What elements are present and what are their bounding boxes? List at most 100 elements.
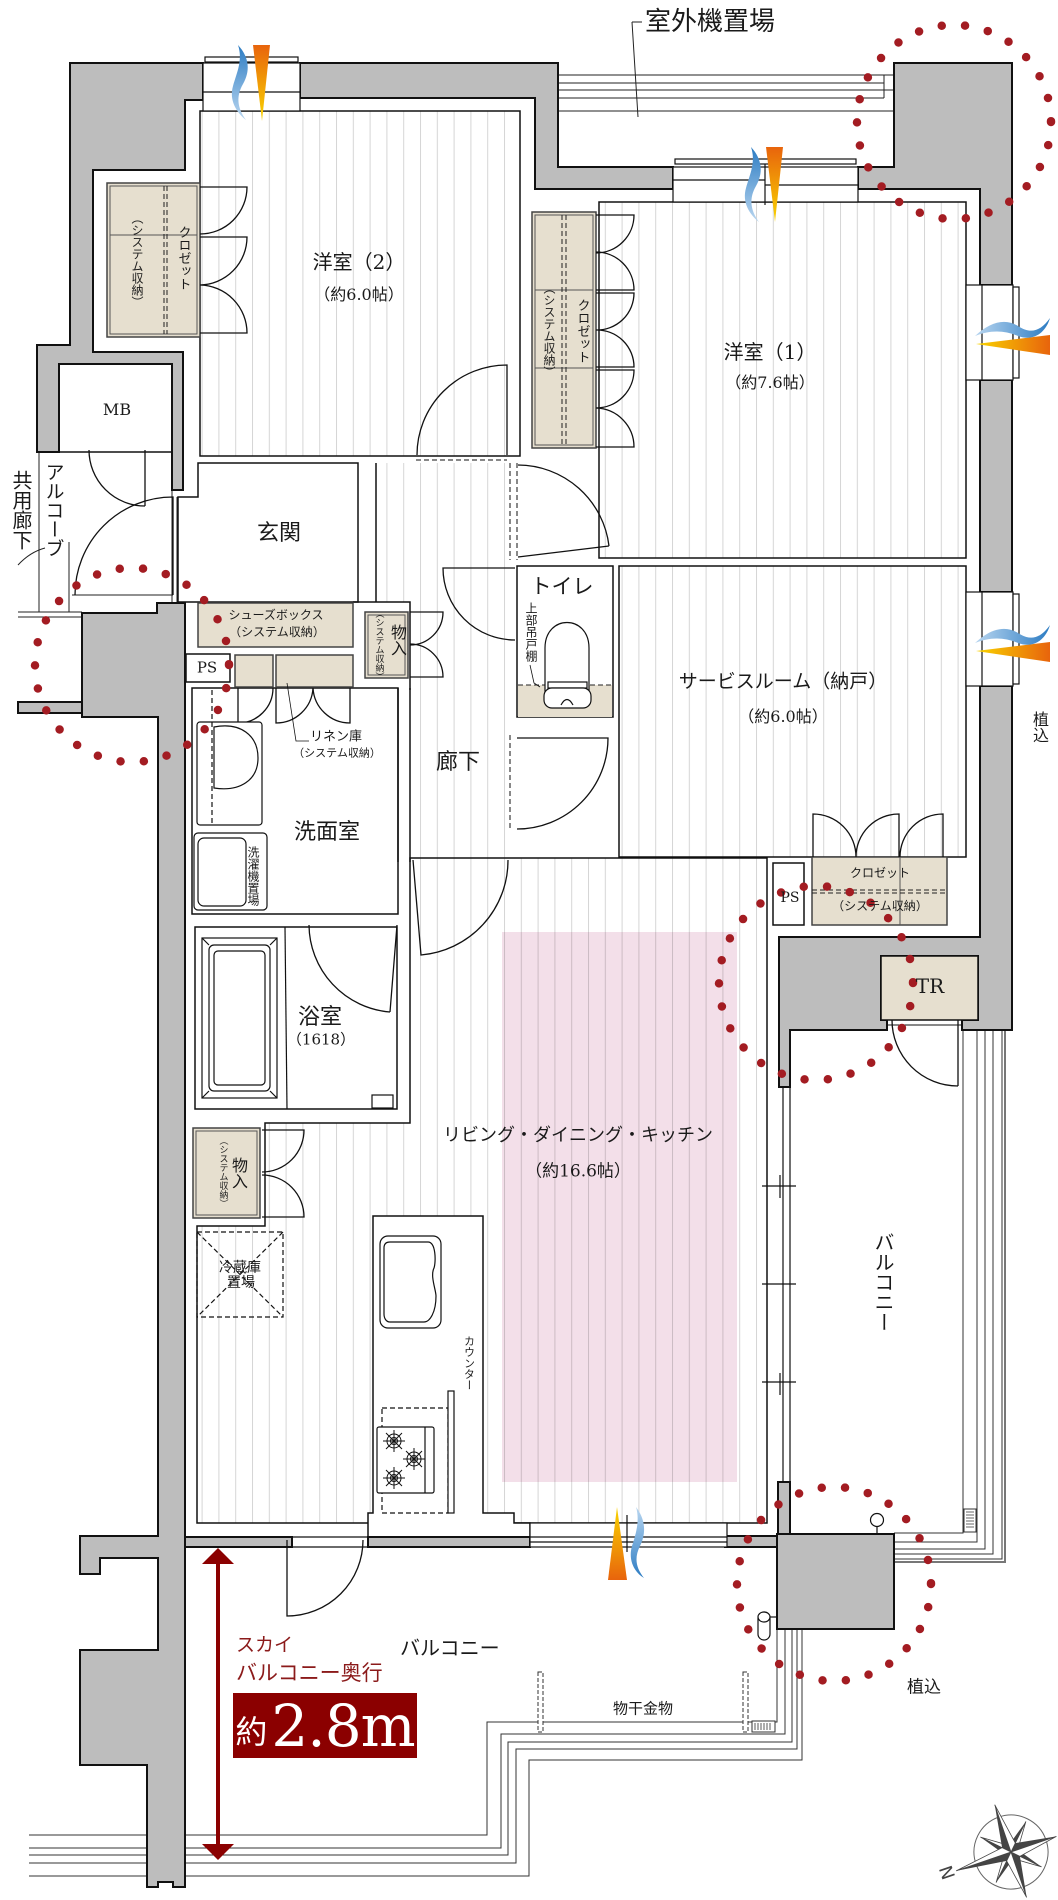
- counter-label: カウンター: [462, 1335, 476, 1391]
- planting-east-label: 植込: [1030, 711, 1049, 743]
- door-mb: [88, 449, 146, 507]
- highlight-circle: [852, 20, 1056, 224]
- closet-service-room: [811, 856, 948, 926]
- badge-prefix: 約: [235, 1713, 268, 1751]
- highlight-circle: [30, 563, 234, 767]
- sky-balcony-railing: [29, 1629, 803, 1877]
- door-storage-kitchen: [261, 1129, 305, 1218]
- window-western-1-east: [965, 284, 1014, 381]
- balcony-depth-badge: 約 2.8m: [233, 1693, 417, 1758]
- ac-airflow-icons: [231, 45, 1050, 1580]
- alcove-label: アルコーブ: [42, 462, 65, 558]
- window-ldk-south: [529, 1522, 728, 1548]
- room-name-service-room: サービスルーム（納戸）: [678, 670, 888, 693]
- room-name-bathroom: 浴室: [297, 1005, 343, 1030]
- room-name-hallway: 廊下: [435, 750, 481, 775]
- linen-label: リネン庫: [309, 729, 363, 745]
- closet-western-2-label: クロゼット: [175, 225, 191, 291]
- door-frames-dashed: [416, 459, 518, 830]
- door-sky-balcony: [286, 1539, 364, 1617]
- drain-grate-icon: [751, 1508, 977, 1733]
- room-name-entrance: 玄関: [256, 521, 302, 546]
- ac-airflow-icon: [608, 1507, 645, 1580]
- kitchen-sink-icon: [379, 1235, 442, 1329]
- outdoor-unit-area-label: 室外機置場: [644, 7, 776, 37]
- room-name-washroom: 洗面室: [293, 820, 361, 845]
- door-entrance: [74, 496, 174, 596]
- closet-western-1-sub: （システム収納）: [542, 282, 556, 378]
- toilet-icon: [543, 622, 592, 709]
- storage-units: [106, 182, 948, 1219]
- window-ldk-east: [762, 1087, 796, 1482]
- bathtub-icon: [201, 937, 278, 1099]
- storage-kitchen-label: 物入: [229, 1157, 248, 1189]
- room-size-western-1: （約7.6帖）: [725, 373, 815, 392]
- shoe-box-sub: （システム収納）: [229, 625, 325, 639]
- storage-entrance-label: 物入: [388, 624, 407, 656]
- ac-airflow-icon: [744, 147, 783, 222]
- drying-hardware-label: 物干金物: [612, 1699, 674, 1718]
- wash-basin-icon: [196, 690, 263, 826]
- fixtures: [193, 622, 885, 1641]
- door-western-2: [416, 364, 508, 456]
- shoe-box-label: シューズボックス: [228, 608, 324, 622]
- door-western-1: [517, 464, 610, 558]
- window-western-2: [202, 62, 301, 112]
- door-linen: [237, 687, 351, 724]
- storage-kitchen-sub: （システム収納）: [217, 1136, 228, 1208]
- callout-line1: スカイ: [236, 1634, 294, 1656]
- alcove-lines: [17, 452, 178, 618]
- room-name-toilet: トイレ: [530, 574, 594, 599]
- structural-walls: [17, 62, 1013, 1888]
- compass-icon: [955, 1804, 1057, 1898]
- badge-value: 2.8m: [271, 1691, 415, 1760]
- outdoor-faucet-icon: [757, 1512, 885, 1641]
- room-size-western-2: （約6.0帖）: [314, 285, 404, 304]
- washer-space-label: 洗濯機置場: [246, 846, 260, 906]
- door-toilet: [442, 567, 516, 641]
- ac-airflow-icon: [975, 318, 1050, 355]
- closet-western-1: [531, 211, 597, 449]
- floor-western-1: [598, 201, 967, 559]
- ldk-highlight-area: [502, 932, 737, 1482]
- highlight-circle: [714, 881, 918, 1085]
- ps-right-label: PS: [780, 890, 800, 906]
- balcony-railing: [894, 1030, 1006, 1563]
- fridge-label-line2: 置場: [227, 1275, 255, 1291]
- stove-icon: [376, 1426, 435, 1494]
- highlight-circle: [732, 1482, 936, 1686]
- closet-western-2-sub: （システム収納）: [130, 212, 144, 308]
- room-size-service-room: （約6.0帖）: [738, 707, 828, 726]
- planting-south-label: 植込: [907, 1677, 941, 1698]
- ps-left-box: [185, 653, 231, 683]
- upper-cabinet-label: 上部吊戸棚: [524, 602, 538, 662]
- room-name-ldk: リビング・ダイニング・キッチン: [443, 1125, 713, 1146]
- linen-closet-a: [234, 654, 274, 688]
- outdoor-unit-railing: [558, 21, 894, 118]
- storage-kitchen: [192, 1127, 261, 1219]
- linen-closet-b: [275, 654, 354, 688]
- storage-entrance-sub: （システム収納）: [373, 609, 384, 681]
- door-service-room: [516, 737, 609, 830]
- closet-door-western-1: [595, 214, 635, 448]
- ac-airflow-icon: [975, 625, 1050, 662]
- closet-service-room-sub: （システム収納）: [832, 899, 928, 913]
- floor-hallway: [376, 463, 517, 858]
- ps-left-label: PS: [196, 658, 218, 677]
- door-swings: [74, 186, 959, 1617]
- tr-label: TR: [915, 974, 945, 998]
- room-size-bathroom: （1618）: [286, 1030, 356, 1049]
- door-storage-entrance: [409, 611, 444, 678]
- linen-sub: （システム収納）: [293, 746, 381, 760]
- closet-door-western-2: [199, 186, 248, 334]
- room-name-balcony: バルコニー: [871, 1232, 895, 1332]
- balcony-post: [776, 1533, 895, 1630]
- callout-line2: バルコニー奥行: [236, 1661, 383, 1685]
- room-name-western-1: 洋室（1）: [723, 340, 817, 364]
- depth-arrow-icon: [202, 1548, 234, 1860]
- tr-box: [880, 955, 979, 1021]
- washer-space-icon: [193, 832, 268, 911]
- closet-service-room-label: クロゼット: [849, 866, 911, 880]
